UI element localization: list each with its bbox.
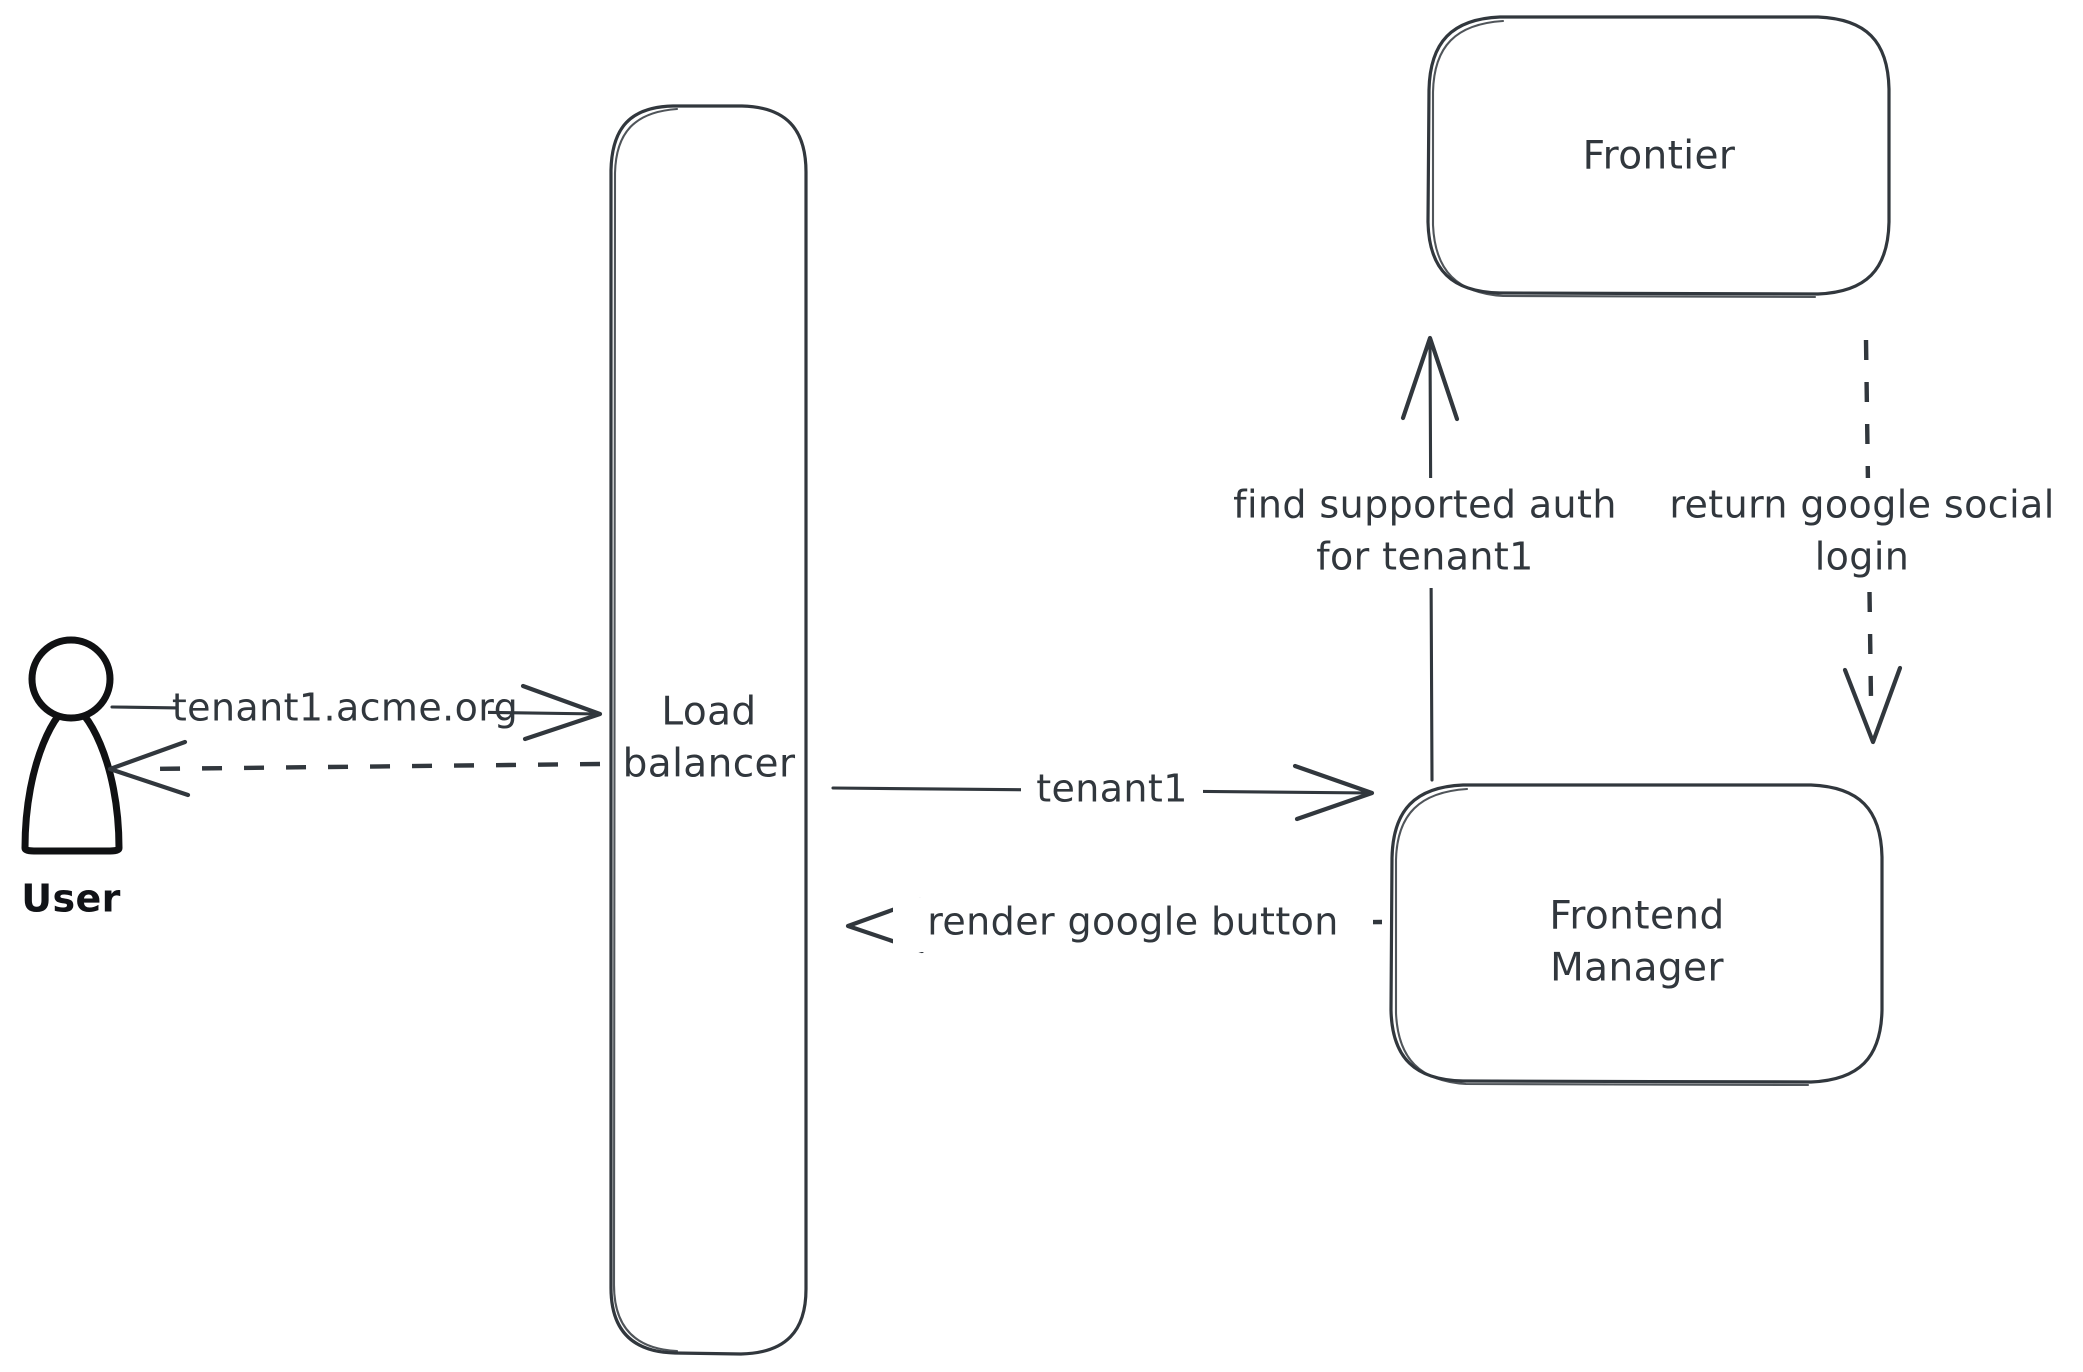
node-frontier[interactable]: Frontier (1426, 15, 1891, 299)
edge-lb-to-fm-arrowhead (1292, 763, 1375, 822)
edge-frontier-to-fm-arrowhead (1842, 665, 1903, 745)
node-frontend-manager[interactable]: Frontend Manager (1389, 783, 1884, 1087)
frontier-shape (1426, 15, 1891, 296)
edge-user-to-lb-label-bg (178, 682, 488, 736)
load-balancer-label-line2: balancer (623, 742, 796, 787)
frontend-manager-shape-sketch (1394, 787, 1810, 1087)
edge-frontend-manager-to-frontier[interactable]: find supported auth for tenant1 (1216, 335, 1634, 782)
load-balancer-shape (609, 104, 808, 1356)
edge-frontier-to-fm-label-bg (1650, 478, 2070, 588)
load-balancer-label-line1: Load (661, 690, 756, 735)
edge-frontier-to-fm-label-line2: login (1815, 535, 1910, 579)
frontend-manager-label-line1: Frontend (1549, 894, 1724, 939)
edge-load-balancer-to-frontend-manager[interactable]: tenant1 (831, 763, 1375, 822)
user-label: User (21, 877, 121, 921)
node-load-balancer[interactable]: Load balancer (609, 104, 808, 1356)
frontier-shape-sketch (1431, 19, 1817, 299)
frontend-manager-label-line2: Manager (1550, 946, 1724, 991)
edge-fm-to-lb-label: render google button (927, 900, 1339, 944)
user-body-outline (21, 702, 123, 855)
edge-fm-to-frontier-label-line2: for tenant1 (1316, 535, 1534, 579)
load-balancer-shape-sketch (612, 107, 679, 1353)
edge-frontend-manager-to-load-balancer[interactable]: render google button (845, 897, 1383, 954)
edge-frontier-to-frontend-manager[interactable]: return google social login (1650, 339, 2070, 745)
user-head-outline (28, 636, 114, 722)
edge-frontier-to-fm-label-line1: return google social (1669, 483, 2054, 527)
edge-fm-to-frontier-arrowhead (1400, 335, 1460, 422)
edge-load-balancer-to-user[interactable] (107, 739, 601, 798)
edge-lb-to-user-line (144, 761, 601, 772)
frontend-manager-shape (1389, 783, 1884, 1084)
edge-fm-to-lb-label-bg (893, 898, 1373, 952)
frontier-label: Frontier (1583, 134, 1736, 179)
edge-user-to-load-balancer[interactable]: tenant1.acme.org (110, 682, 603, 742)
actor-user[interactable]: User (21, 636, 123, 921)
edge-lb-to-fm-label: tenant1 (1036, 767, 1188, 811)
edge-lb-to-user-arrowhead (107, 739, 191, 798)
edge-fm-to-frontier-label-bg (1216, 478, 1634, 588)
edge-lb-to-fm-label-bg (1021, 765, 1203, 817)
edge-user-to-lb-label: tenant1.acme.org (172, 686, 518, 730)
edge-user-to-lb-arrowhead (520, 683, 603, 742)
edge-fm-to-frontier-label-line1: find supported auth (1233, 483, 1617, 527)
